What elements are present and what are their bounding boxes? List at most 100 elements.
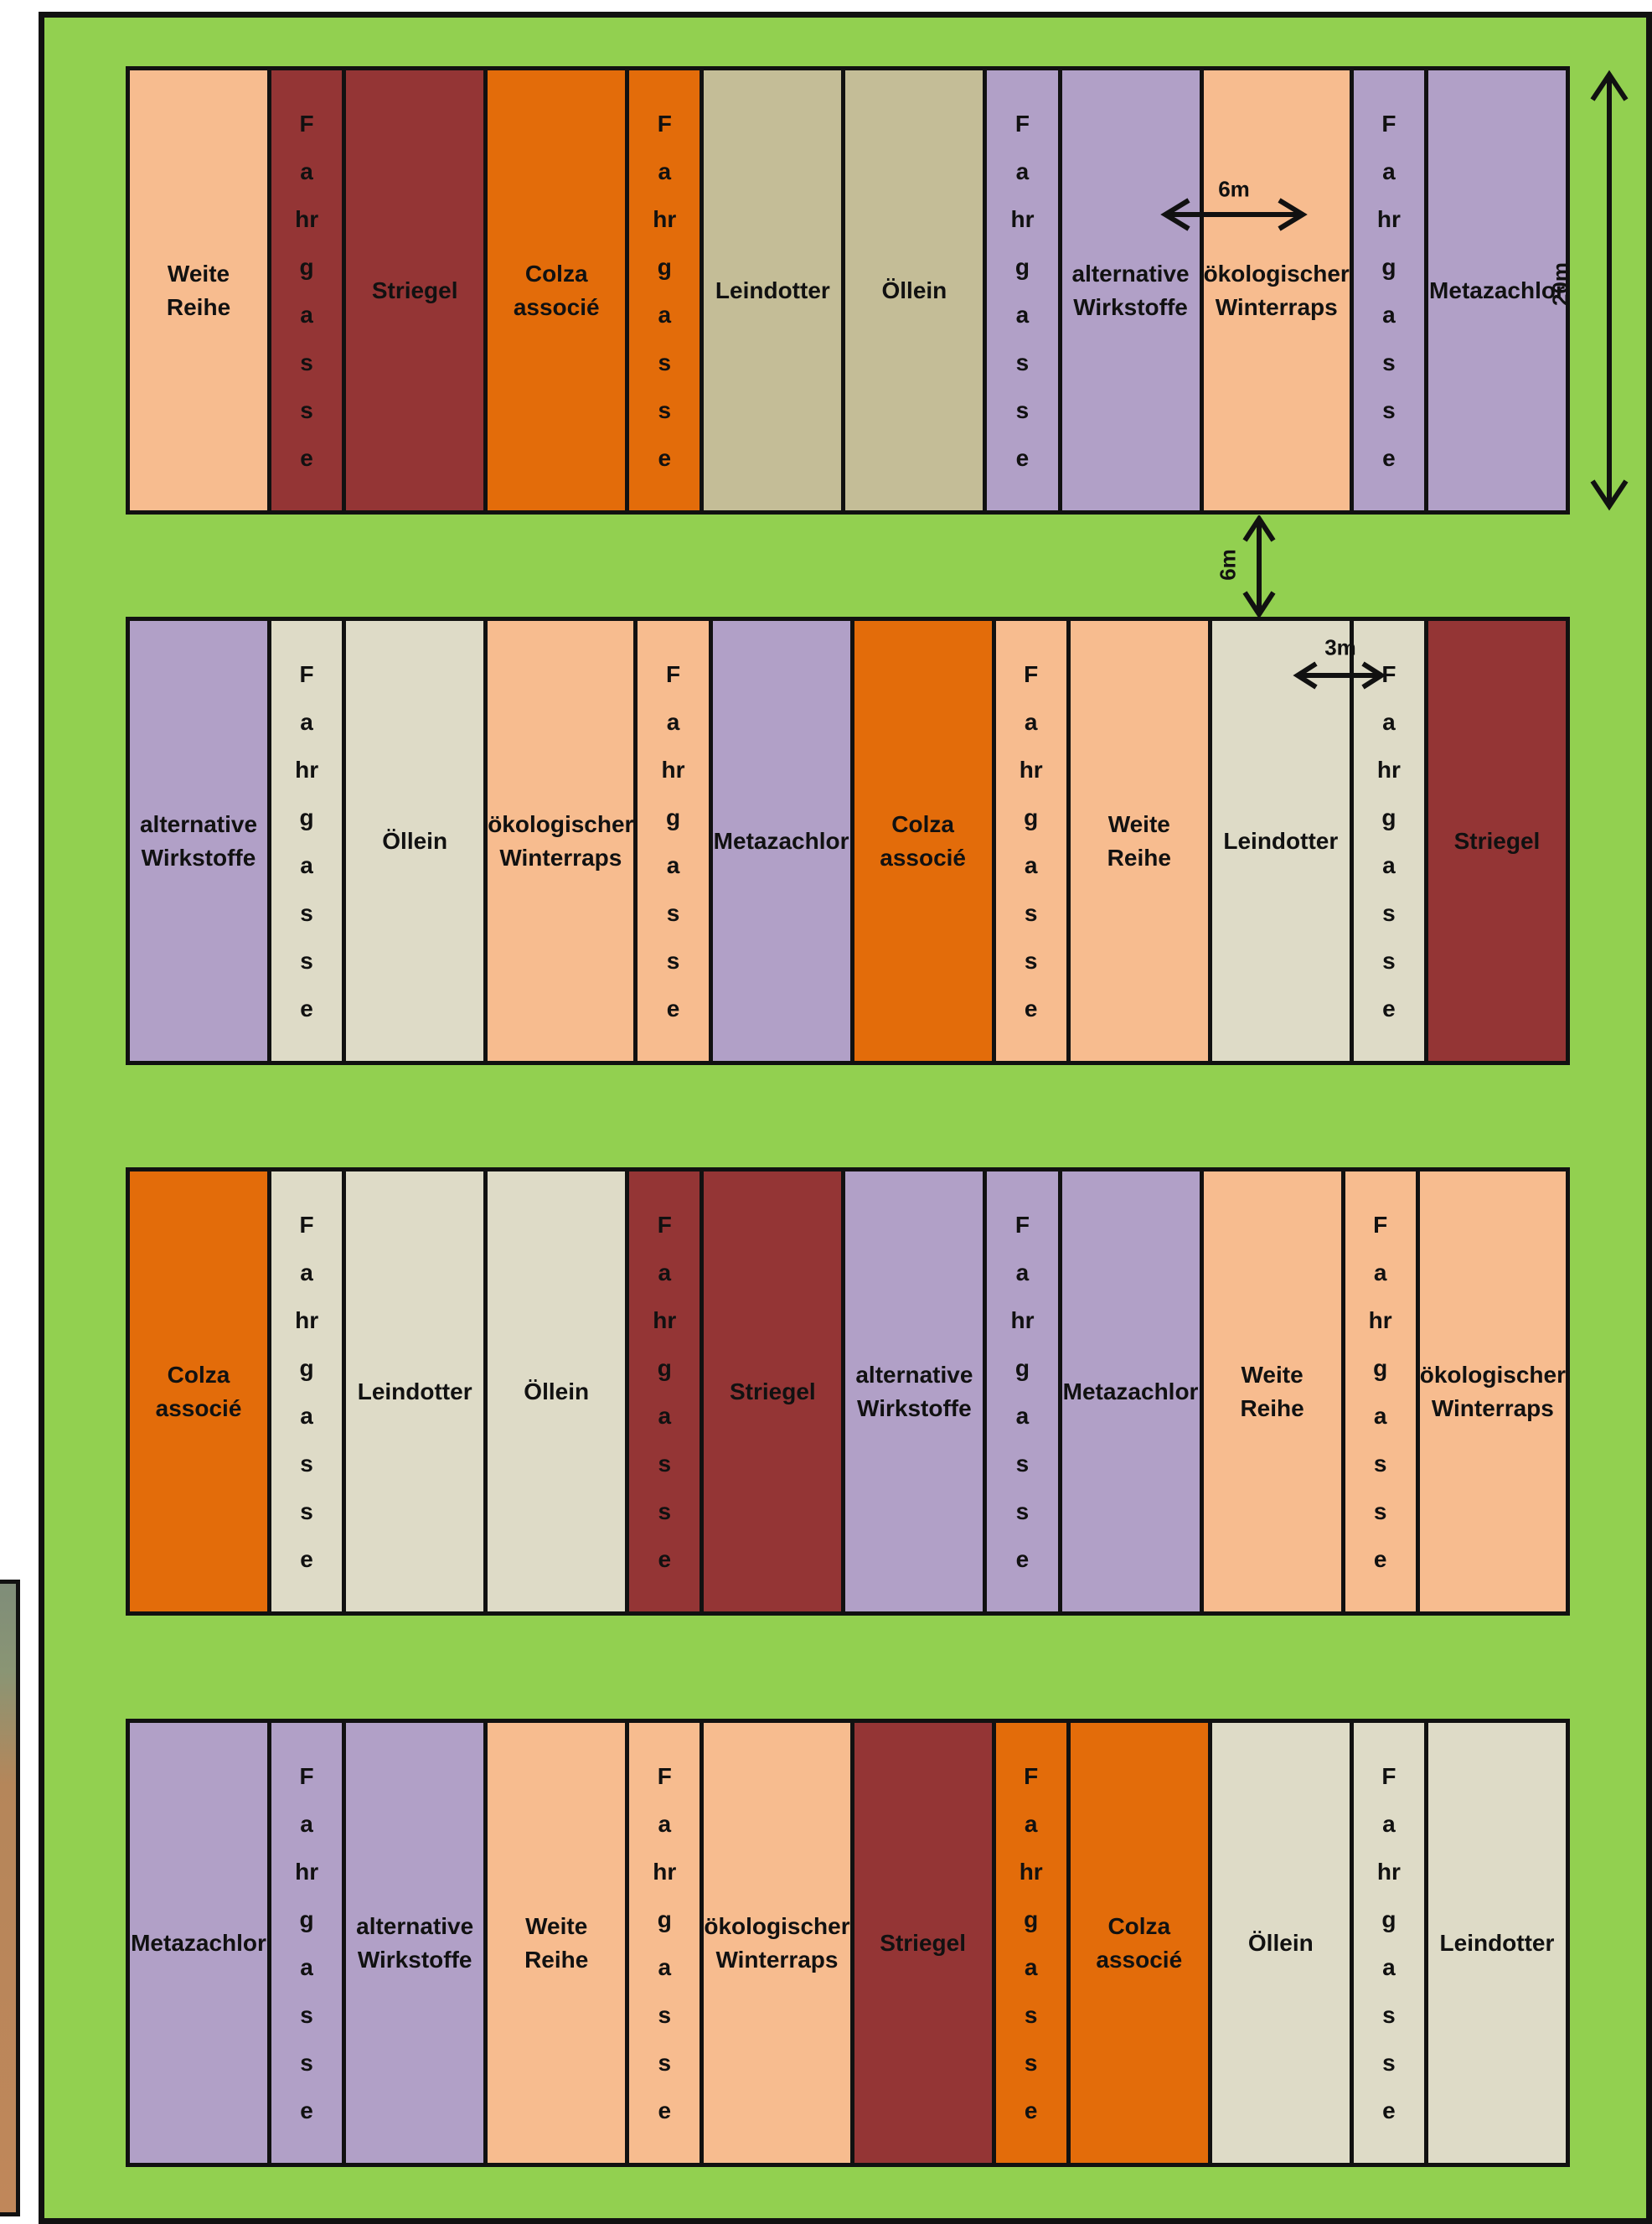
plot-cell: Leindotter <box>1424 1723 1566 2163</box>
plot-cell: Metazachlor <box>1424 70 1566 510</box>
lane-label: Fahrgasse <box>653 100 676 482</box>
plot-cell: Weite Reihe <box>1200 1171 1341 1611</box>
plot-cell: Weite Reihe <box>1066 621 1208 1061</box>
lane-width-arrow <box>1293 659 1386 692</box>
plot-width-label: 6m <box>1218 177 1250 203</box>
lane-label: Fahrgasse <box>295 650 318 1032</box>
plot-label: ökologischer Winterraps <box>704 1910 849 1975</box>
fahrgasse-lane: Fahrgasse <box>633 621 708 1061</box>
plot-label: alternative Wirkstoffe <box>356 1910 473 1975</box>
plot-label: ökologischer Winterraps <box>1420 1358 1566 1424</box>
plot-cell: Striegel <box>700 1171 841 1611</box>
plot-cell: Metazachlor <box>130 1723 267 2163</box>
plot-cell: ökologischer Winterraps <box>1416 1171 1566 1611</box>
lane-label: Fahrgasse <box>662 650 685 1032</box>
plot-label: Weite Reihe <box>1107 808 1171 873</box>
fahrgasse-lane: Fahrgasse <box>267 1171 342 1611</box>
fahrgasse-lane: Fahrgasse <box>983 1171 1057 1611</box>
plot-label: Öllein <box>881 274 947 307</box>
fahrgasse-lane: Fahrgasse <box>625 1723 700 2163</box>
plot-cell: Öllein <box>841 70 983 510</box>
fahrgasse-lane: Fahrgasse <box>1341 1171 1416 1611</box>
plot-label: Striegel <box>1454 825 1541 857</box>
plot-cell: Weite Reihe <box>130 70 267 510</box>
plot-label: ökologischer Winterraps <box>1204 257 1350 323</box>
plot-cell: Weite Reihe <box>483 1723 625 2163</box>
lane-label: Fahrgasse <box>1377 650 1401 1032</box>
block-gap-arrow <box>1238 515 1280 618</box>
lane-label: Fahrgasse <box>1010 100 1034 482</box>
lane-label: Fahrgasse <box>295 1201 318 1583</box>
plot-label: Striegel <box>372 274 458 307</box>
plot-cell: Striegel <box>1424 621 1566 1061</box>
plot-cell: alternative Wirkstoffe <box>130 621 267 1061</box>
plot-label: Leindotter <box>715 274 830 307</box>
plot-cell: Leindotter <box>342 1171 483 1611</box>
lane-label: Fahrgasse <box>653 1752 676 2134</box>
plot-label: alternative Wirkstoffe <box>855 1358 973 1424</box>
plot-cell: Metazachlor <box>1058 1171 1200 1611</box>
plot-label: Colza associé <box>156 1358 242 1424</box>
fahrgasse-lane: Fahrgasse <box>267 70 342 510</box>
fahrgasse-lane: Fahrgasse <box>267 621 342 1061</box>
lane-label: Fahrgasse <box>1020 1752 1043 2134</box>
lane-label: Fahrgasse <box>295 100 318 482</box>
plot-label: Metazachlor <box>131 1927 266 1959</box>
block-3: Colza associé Fahrgasse Leindotter Öllein Fa… <box>126 1167 1570 1616</box>
fahrgasse-lane: Fahrgasse <box>1350 70 1424 510</box>
plot-label: Striegel <box>730 1375 816 1408</box>
fahrgasse-lane: Fahrgasse <box>992 621 1066 1061</box>
fahrgasse-lane: Fahrgasse <box>983 70 1057 510</box>
plot-cell: Striegel <box>850 1723 992 2163</box>
lane-label: Fahrgasse <box>1020 650 1043 1032</box>
plot-label: alternative Wirkstoffe <box>1072 257 1190 323</box>
length-arrow <box>1567 66 1643 515</box>
plot-label: Leindotter <box>1223 825 1338 857</box>
lane-label: Fahrgasse <box>1010 1201 1034 1583</box>
plot-cell: Colza associé <box>850 621 992 1061</box>
lane-label: Fahrgasse <box>1377 100 1401 482</box>
plot-cell: Öllein <box>1208 1723 1350 2163</box>
plot-label: Öllein <box>1248 1927 1314 1959</box>
plot-cell: alternative Wirkstoffe <box>841 1171 983 1611</box>
plot-label: Metazachlor <box>714 825 849 857</box>
plot-label: Weite Reihe <box>1240 1358 1304 1424</box>
plot-label: Colza associé <box>514 257 600 323</box>
block-gap-label: 6m <box>1216 549 1242 581</box>
lane-label: Fahrgasse <box>1369 1201 1392 1583</box>
plot-label: Metazachlor <box>1063 1375 1199 1408</box>
plot-label: Striegel <box>880 1927 966 1959</box>
fahrgasse-lane: Fahrgasse <box>625 70 700 510</box>
plot-cell: Metazachlor <box>709 621 850 1061</box>
plot-label: ökologischer Winterraps <box>488 808 633 873</box>
fahrgasse-lane: Fahrgasse <box>992 1723 1066 2163</box>
plot-label: Öllein <box>382 825 447 857</box>
plot-cell: alternative Wirkstoffe <box>1058 70 1200 510</box>
plot-cell: Öllein <box>342 621 483 1061</box>
plot-cell: alternative Wirkstoffe <box>342 1723 483 2163</box>
length-label: 20m <box>1548 262 1574 306</box>
lane-label: Fahrgasse <box>1377 1752 1401 2134</box>
plot-cell: Leindotter <box>700 70 841 510</box>
lane-width-label: 3m <box>1324 635 1356 661</box>
plot-cell: Öllein <box>483 1171 625 1611</box>
plot-label: Colza associé <box>880 808 966 873</box>
plot-label: Öllein <box>524 1375 589 1408</box>
plot-cell: Colza associé <box>1066 1723 1208 2163</box>
block-4: Metazachlor Fahrgasse alternative Wirkstof… <box>126 1719 1570 2167</box>
plot-cell: Colza associé <box>130 1171 267 1611</box>
plot-cell: ökologischer Winterraps <box>1200 70 1350 510</box>
fahrgasse-lane: Fahrgasse <box>1350 1723 1424 2163</box>
photo-thumbnail <box>0 1580 20 2216</box>
plot-label: Weite Reihe <box>524 1910 588 1975</box>
plot-label: Leindotter <box>358 1375 472 1408</box>
plot-label: Colza associé <box>1096 1910 1182 1975</box>
fahrgasse-lane: Fahrgasse <box>267 1723 342 2163</box>
lane-label: Fahrgasse <box>653 1201 676 1583</box>
plot-label: Weite Reihe <box>167 257 230 323</box>
plot-cell: ökologischer Winterraps <box>700 1723 849 2163</box>
plot-label: Metazachlor <box>1429 274 1565 307</box>
lane-label: Fahrgasse <box>295 1752 318 2134</box>
plot-cell: Colza associé <box>483 70 625 510</box>
